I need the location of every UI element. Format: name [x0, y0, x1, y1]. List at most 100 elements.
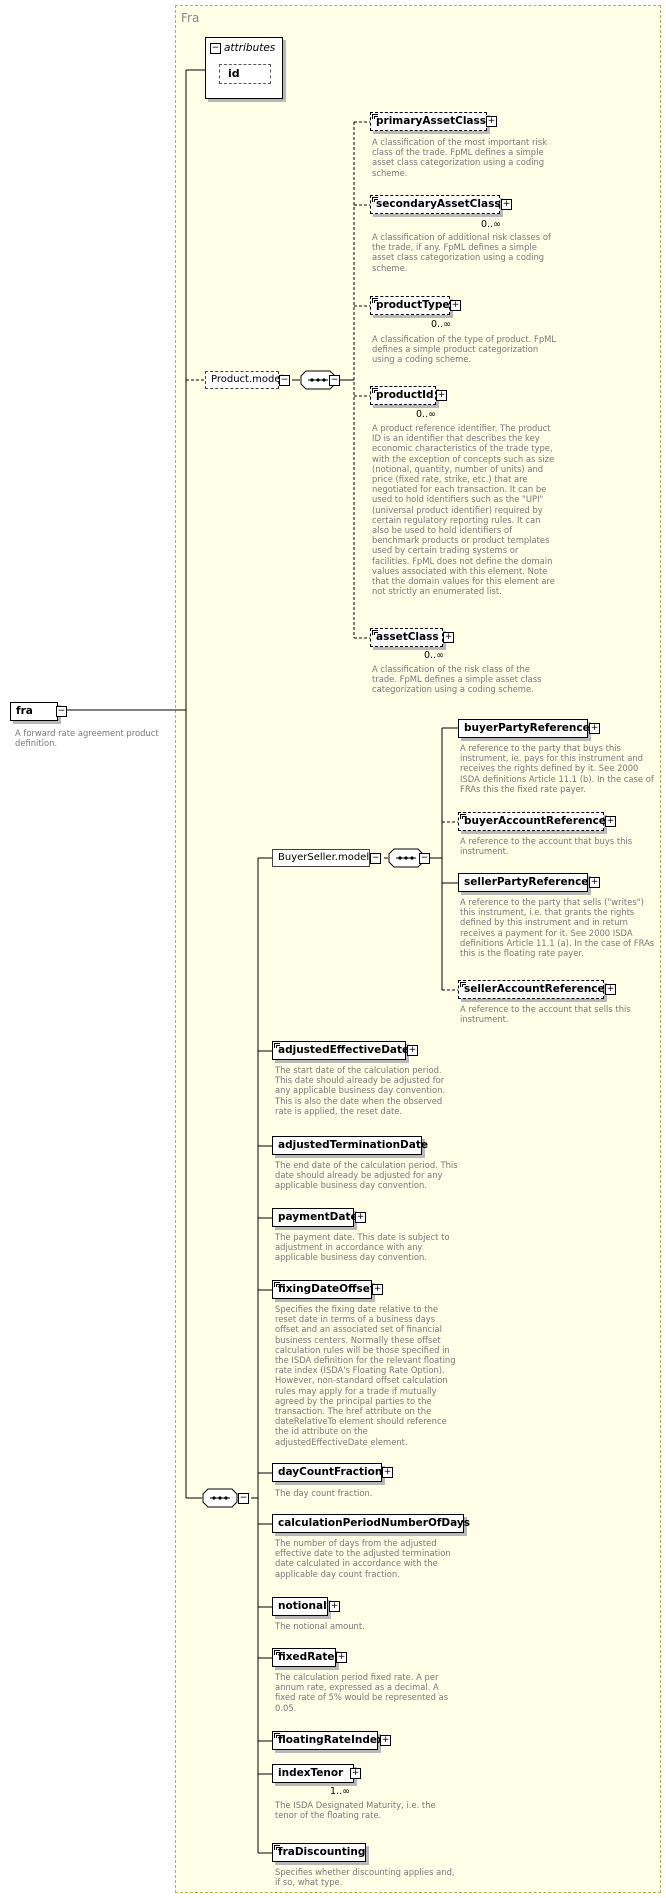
element-fradiscounting[interactable]: fraDiscounting: [272, 1843, 366, 1862]
element-paymentdate[interactable]: paymentDate: [272, 1208, 358, 1227]
element-fixedrate[interactable]: fixedRate: [272, 1648, 336, 1667]
notional-description: The notional amount.: [275, 1621, 365, 1631]
group-buyerseller-model[interactable]: BuyerSeller.model: [272, 849, 370, 867]
attribute-id[interactable]: id: [219, 64, 271, 84]
expand-icon[interactable]: +: [605, 984, 616, 995]
element-adjustedterminationdate[interactable]: adjustedTerminationDate: [272, 1136, 428, 1155]
collapse-icon[interactable]: −: [370, 853, 381, 864]
buyerpartyreference-description: A reference to the party that buys this …: [460, 743, 654, 794]
element-label: notional: [278, 1600, 327, 1612]
element-sellerpartyreference[interactable]: sellerPartyReference: [458, 873, 588, 892]
expand-icon[interactable]: +: [355, 1212, 366, 1223]
expand-icon[interactable]: +: [436, 390, 447, 401]
fixedrate-description: The calculation period fixed rate. A per…: [275, 1672, 449, 1713]
paymentdate-description: The payment date. This date is subject t…: [275, 1232, 450, 1263]
group-product-model[interactable]: Product.model: [205, 371, 283, 389]
element-buyeraccountreference[interactable]: buyerAccountReference: [458, 812, 606, 831]
expand-icon[interactable]: +: [589, 877, 600, 888]
expand-icon[interactable]: +: [589, 723, 600, 734]
collapse-icon[interactable]: −: [210, 43, 221, 54]
sequence-icon: [202, 1488, 238, 1508]
element-label: primaryAssetClass: [376, 115, 486, 127]
element-label: assetClass: [376, 631, 439, 643]
expand-icon[interactable]: +: [336, 1652, 347, 1663]
element-fra-label: fra: [16, 705, 33, 717]
element-label: adjustedEffectiveDate: [278, 1044, 410, 1056]
sellerpartyreference-description: A reference to the party that sells ("wr…: [460, 897, 655, 959]
expand-icon[interactable]: +: [605, 816, 616, 827]
secondaryassetclass-description: A classification of additional risk clas…: [372, 232, 551, 273]
element-label: fixingDateOffset: [278, 1283, 375, 1295]
element-label: buyerPartyReference: [464, 722, 590, 734]
element-assetclass[interactable]: assetClass: [370, 628, 443, 647]
element-label: indexTenor: [278, 1767, 344, 1779]
element-label: secondaryAssetClass: [376, 198, 501, 210]
collapse-icon[interactable]: −: [419, 853, 430, 864]
element-label: dayCountFraction: [278, 1466, 383, 1478]
cardinality: 0..∞: [481, 219, 501, 230]
calculationperiodnumberofdays-description: The number of days from the adjusted eff…: [275, 1538, 451, 1579]
element-calculationperiodnumberofdays[interactable]: calculationPeriodNumberOfDays: [272, 1514, 470, 1533]
daycountfraction-description: The day count fraction.: [275, 1488, 373, 1498]
adjustedeffectivedate-description: The start date of the calculation period…: [275, 1065, 446, 1116]
element-label: paymentDate: [278, 1211, 358, 1223]
element-label: sellerAccountReference: [464, 983, 605, 995]
expand-icon[interactable]: +: [350, 1768, 361, 1779]
primaryassetclass-description: A classification of the most important r…: [372, 137, 547, 178]
cardinality: 0..∞: [416, 409, 436, 420]
element-label: floatingRateIndex: [278, 1734, 384, 1746]
element-label: fraDiscounting: [278, 1846, 366, 1858]
assetclass-description: A classification of the risk class of th…: [372, 664, 542, 695]
element-label: productId: [376, 389, 434, 401]
collapse-icon[interactable]: −: [279, 375, 290, 386]
element-adjustedeffectivedate[interactable]: adjustedEffectiveDate: [272, 1041, 410, 1060]
collapse-icon[interactable]: −: [238, 1493, 249, 1504]
sequence-icon: [388, 848, 424, 868]
element-indextenor[interactable]: indexTenor: [272, 1764, 354, 1783]
expand-icon[interactable]: +: [450, 300, 461, 311]
fra-type-frame: [175, 5, 661, 1893]
element-label: buyerAccountReference: [464, 815, 606, 827]
element-label: productType: [376, 299, 450, 311]
cardinality: 0..∞: [431, 319, 451, 330]
element-selleraccountreference[interactable]: sellerAccountReference: [458, 980, 605, 999]
element-notional[interactable]: notional: [272, 1597, 328, 1616]
expand-icon[interactable]: +: [382, 1467, 393, 1478]
adjustedterminationdate-description: The end date of the calculation period. …: [275, 1160, 458, 1191]
collapse-icon[interactable]: −: [329, 375, 340, 386]
sequence-icon: [300, 370, 336, 390]
expand-icon[interactable]: +: [380, 1735, 391, 1746]
expand-icon[interactable]: +: [372, 1284, 383, 1295]
indextenor-description: The ISDA Designated Maturity, i.e. the t…: [275, 1800, 436, 1821]
attributes-box: − attributes id: [205, 37, 283, 99]
element-producttype[interactable]: productType: [370, 296, 450, 315]
cardinality: 1..∞: [330, 1786, 350, 1797]
collapse-icon[interactable]: −: [56, 706, 67, 717]
expand-icon[interactable]: +: [443, 632, 454, 643]
element-fixingdateoffset[interactable]: fixingDateOffset: [272, 1280, 375, 1299]
expand-icon[interactable]: +: [501, 199, 512, 210]
producttype-description: A classification of the type of product.…: [372, 334, 557, 365]
cardinality: 0..∞: [424, 650, 444, 661]
element-label: fixedRate: [278, 1651, 335, 1663]
fixingdateoffset-description: Specifies the fixing date relative to th…: [275, 1304, 456, 1447]
attributes-label: attributes: [224, 42, 276, 54]
element-daycountfraction[interactable]: dayCountFraction: [272, 1463, 382, 1482]
expand-icon[interactable]: +: [486, 116, 497, 127]
element-buyerpartyreference[interactable]: buyerPartyReference: [458, 719, 590, 738]
expand-icon[interactable]: +: [329, 1601, 340, 1612]
element-secondaryassetclass[interactable]: secondaryAssetClass: [370, 195, 501, 214]
expand-icon[interactable]: +: [407, 1045, 418, 1056]
element-primaryassetclass[interactable]: primaryAssetClass: [370, 112, 487, 131]
element-floatingrateindex[interactable]: floatingRateIndex: [272, 1731, 384, 1750]
element-label: adjustedTerminationDate: [278, 1139, 428, 1151]
fra-description: A forward rate agreement product definit…: [15, 728, 159, 749]
element-fra[interactable]: fra: [10, 702, 58, 721]
element-productid[interactable]: productId: [370, 386, 436, 405]
buyeraccountreference-description: A reference to the account that buys thi…: [460, 836, 633, 857]
frame-title: Fra: [181, 11, 200, 25]
productid-description: A product reference identifier. The prod…: [372, 423, 555, 597]
element-label: sellerPartyReference: [464, 876, 589, 888]
